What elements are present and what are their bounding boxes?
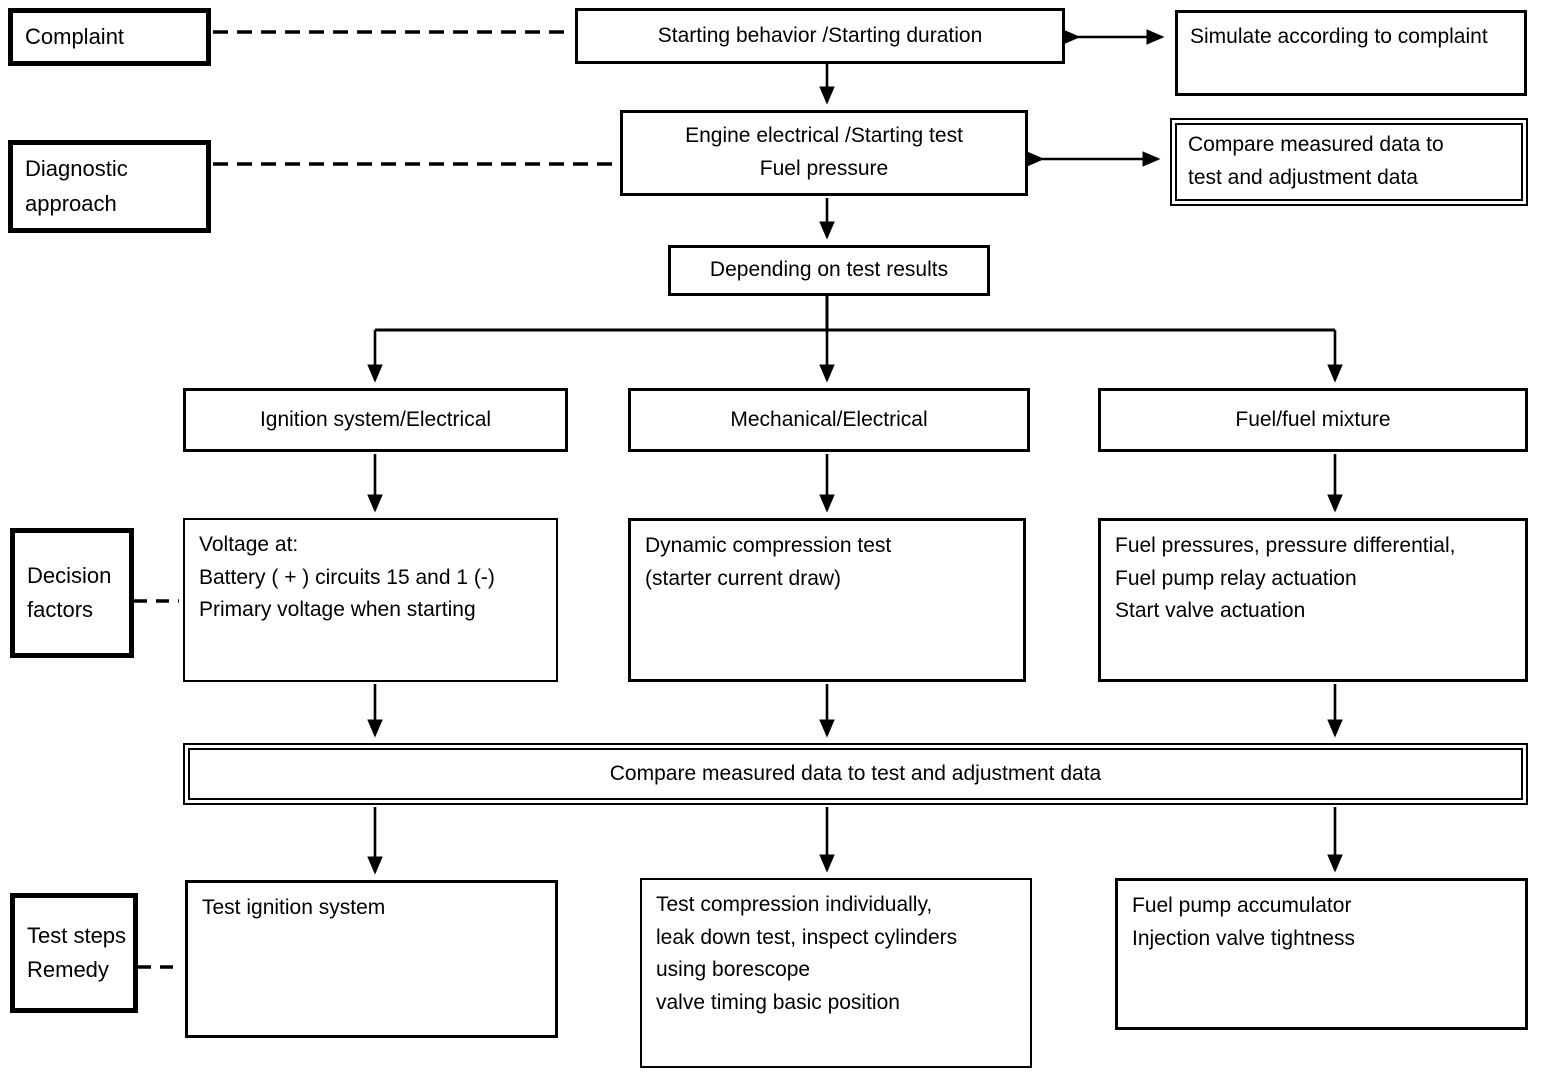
stage-label-test-steps-remedy: Test steps Remedy — [10, 893, 138, 1013]
node-decision-dynamic-compression: Dynamic compression test (starter curren… — [628, 518, 1026, 682]
node-remedy-test-ignition-system: Test ignition system — [185, 880, 558, 1038]
node-engine-electrical-starting-test: Engine electrical /Starting test Fuel pr… — [620, 110, 1028, 196]
node-decision-fuel-pressures: Fuel pressures, pressure differential, F… — [1098, 518, 1528, 682]
node-compare-measured-data-top: Compare measured data to test and adjust… — [1170, 118, 1528, 206]
branch-line — [375, 296, 1335, 332]
node-starting-behavior: Starting behavior /Starting duration — [575, 8, 1065, 64]
stage-label-complaint: Complaint — [8, 8, 211, 66]
node-remedy-fuel-pump-accumulator: Fuel pump accumulator Injection valve ti… — [1115, 878, 1528, 1030]
node-decision-voltage: Voltage at: Battery ( + ) circuits 15 an… — [183, 518, 558, 682]
node-simulate-according-to-complaint: Simulate according to complaint — [1175, 10, 1527, 96]
stage-label-decision-factors: Decision factors — [10, 528, 134, 658]
node-compare-measured-data-wide: Compare measured data to test and adjust… — [183, 743, 1528, 805]
node-depending-on-test-results: Depending on test results — [668, 245, 990, 296]
node-branch-fuel-fuel-mixture: Fuel/fuel mixture — [1098, 388, 1528, 452]
node-branch-mechanical-electrical: Mechanical/Electrical — [628, 388, 1030, 452]
node-branch-ignition-system-electrical: Ignition system/Electrical — [183, 388, 568, 452]
stage-label-diagnostic-approach: Diagnostic approach — [8, 140, 211, 233]
node-remedy-test-compression: Test compression individually, leak down… — [640, 878, 1032, 1068]
